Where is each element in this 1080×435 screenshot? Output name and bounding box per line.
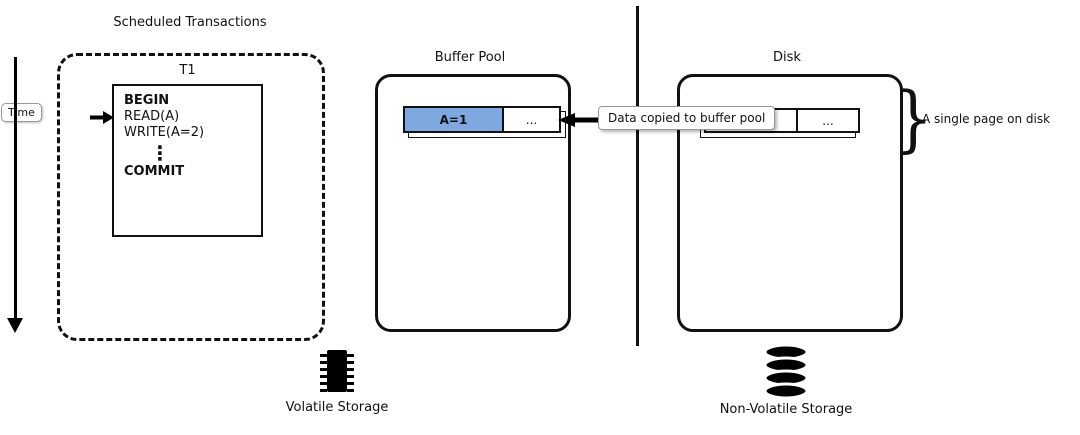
storage-divider-line	[636, 6, 639, 346]
database-cylinder-icon	[763, 344, 809, 400]
scheduled-transactions-box	[57, 53, 325, 341]
buffer-page-cell-a: A=1	[405, 108, 504, 131]
statement-begin: BEGIN	[124, 93, 170, 108]
statement-read: READ(A)	[124, 109, 180, 124]
time-label: Time	[1, 103, 42, 122]
disk-page-cell-rest: ...	[822, 113, 834, 128]
buffer-pool-label: Buffer Pool	[434, 50, 506, 65]
transaction-box: BEGIN READ(A) WRITE(A=2) ⋮ COMMIT	[112, 84, 263, 237]
disk-box	[677, 74, 903, 332]
buffer-page-front: A=1 ...	[403, 106, 561, 133]
current-statement-arrow-icon	[90, 111, 114, 124]
transaction-name: T1	[179, 63, 196, 78]
copy-arrow-icon	[558, 113, 600, 127]
buffer-pool-box	[375, 74, 571, 332]
curly-brace: }	[894, 76, 933, 160]
buffer-pool-page: A=1 ...	[403, 106, 566, 138]
non-volatile-storage-label: Non-Volatile Storage	[719, 402, 853, 417]
annotation-callout: Data copied to buffer pool	[598, 106, 776, 130]
single-page-note: A single page on disk	[922, 112, 1051, 126]
statement-write: WRITE(A=2)	[124, 125, 205, 140]
disk-label: Disk	[773, 50, 801, 65]
scheduled-transactions-label: Scheduled Transactions	[113, 15, 267, 30]
volatile-storage-label: Volatile Storage	[285, 400, 389, 415]
time-axis-line	[14, 57, 17, 319]
buffer-page-cell-rest: ...	[525, 112, 538, 127]
statement-commit: COMMIT	[124, 164, 185, 179]
cpu-chip-icon	[320, 350, 354, 392]
time-axis-arrowhead-icon	[7, 318, 23, 333]
ellipsis-dots: ⋮	[150, 141, 170, 165]
